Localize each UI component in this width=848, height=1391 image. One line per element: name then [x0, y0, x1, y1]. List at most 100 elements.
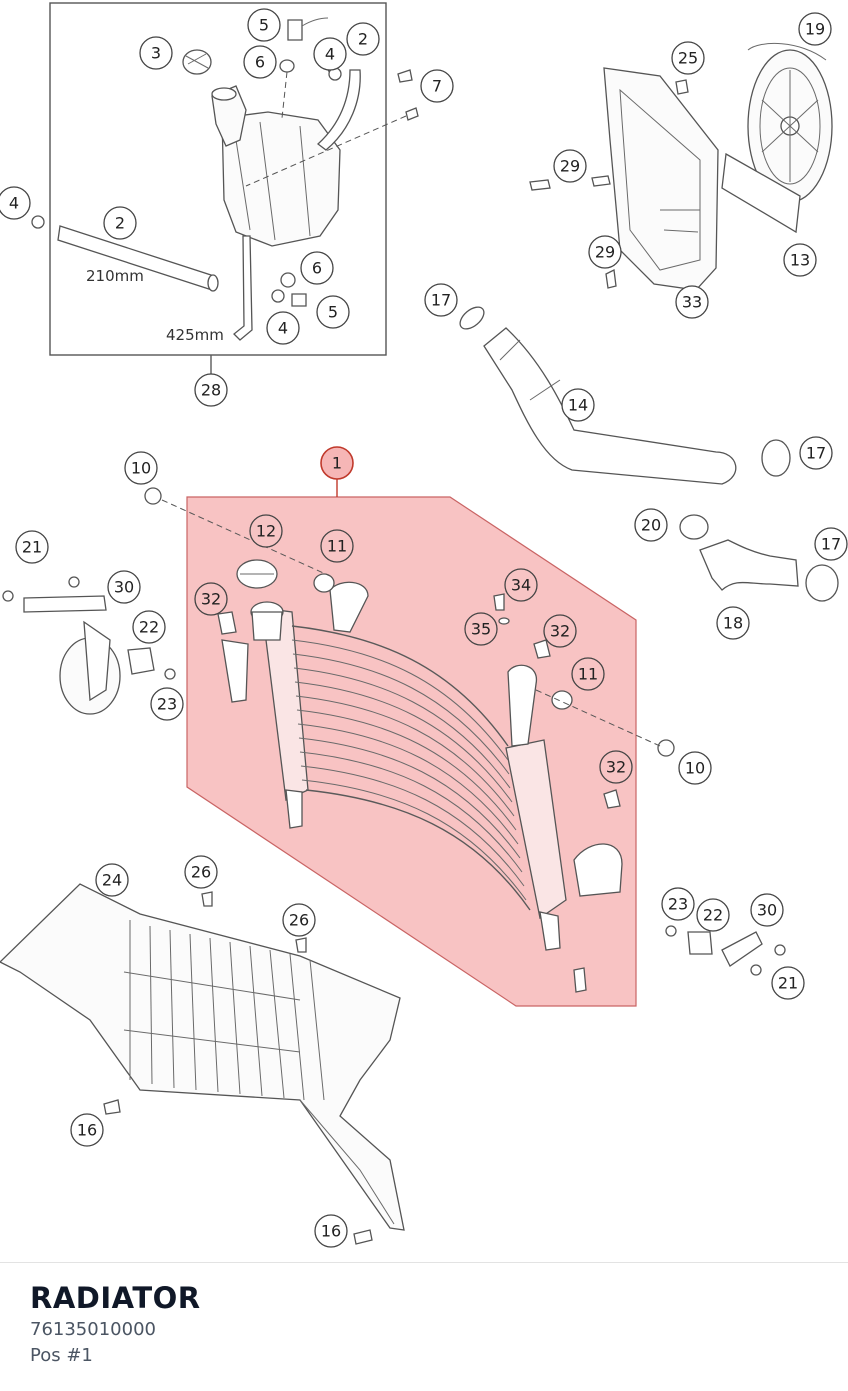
callout-5[interactable]: 5: [316, 295, 350, 329]
svg-text:19: 19: [805, 20, 825, 39]
callout-11[interactable]: 11: [571, 657, 605, 691]
svg-text:17: 17: [821, 535, 841, 554]
selected-part-highlight[interactable]: [186, 496, 637, 1007]
callout-21[interactable]: 21: [771, 966, 805, 1000]
callout-14[interactable]: 14: [561, 388, 595, 422]
part-position: Pos #1: [30, 1345, 93, 1366]
part-title: RADIATOR: [30, 1281, 201, 1315]
expansion-tank-inset: 210mm 425mm: [31, 2, 419, 376]
callout-22[interactable]: 22: [696, 898, 730, 932]
callout-25[interactable]: 25: [671, 41, 705, 75]
callout-35[interactable]: 35: [464, 612, 498, 646]
callout-29[interactable]: 29: [553, 149, 587, 183]
callout-4[interactable]: 4: [266, 311, 300, 345]
callout-21[interactable]: 21: [15, 530, 49, 564]
callout-4[interactable]: 4: [313, 37, 347, 71]
callout-26[interactable]: 26: [184, 855, 218, 889]
callout-6[interactable]: 6: [243, 45, 277, 79]
callout-18[interactable]: 18: [716, 606, 750, 640]
exploded-parts-diagram: 210mm 425mm: [0, 2, 848, 1248]
svg-text:24: 24: [102, 871, 122, 890]
callout-30[interactable]: 30: [107, 570, 141, 604]
callout-16[interactable]: 16: [314, 1214, 348, 1248]
callout-30[interactable]: 30: [750, 893, 784, 927]
svg-text:32: 32: [606, 758, 626, 777]
svg-text:7: 7: [432, 77, 442, 96]
svg-text:12: 12: [256, 522, 276, 541]
svg-text:4: 4: [325, 45, 335, 64]
callout-33[interactable]: 33: [675, 285, 709, 319]
callout-11[interactable]: 11: [320, 529, 354, 563]
svg-text:30: 30: [114, 578, 134, 597]
svg-text:33: 33: [682, 293, 702, 312]
svg-text:34: 34: [511, 576, 531, 595]
svg-text:29: 29: [595, 243, 615, 262]
svg-text:26: 26: [191, 863, 211, 882]
svg-text:4: 4: [9, 194, 19, 213]
callout-10[interactable]: 10: [678, 751, 712, 785]
svg-text:6: 6: [312, 259, 322, 278]
callout-1[interactable]: 1: [320, 446, 354, 480]
callout-6[interactable]: 6: [300, 251, 334, 285]
svg-text:21: 21: [778, 974, 798, 993]
callout-13[interactable]: 13: [783, 243, 817, 277]
svg-text:2: 2: [115, 214, 125, 233]
callout-26[interactable]: 26: [282, 903, 316, 937]
callout-23[interactable]: 23: [150, 687, 184, 721]
callout-2[interactable]: 2: [346, 22, 380, 56]
radiator-guard: [0, 883, 405, 1245]
svg-text:30: 30: [757, 901, 777, 920]
callout-7[interactable]: 7: [420, 69, 454, 103]
callout-10[interactable]: 10: [124, 451, 158, 485]
svg-text:11: 11: [578, 665, 598, 684]
svg-text:29: 29: [560, 157, 580, 176]
callout-17[interactable]: 17: [799, 436, 833, 470]
part-info-panel: RADIATOR 76135010000 Pos #1: [0, 1262, 848, 1391]
svg-text:22: 22: [703, 906, 723, 925]
length-label-210mm: 210mm: [86, 267, 144, 285]
callout-2[interactable]: 2: [103, 206, 137, 240]
svg-text:17: 17: [806, 444, 826, 463]
callout-28[interactable]: 28: [194, 373, 228, 407]
svg-text:2: 2: [358, 30, 368, 49]
callout-12[interactable]: 12: [249, 514, 283, 548]
svg-text:5: 5: [328, 303, 338, 322]
callout-5[interactable]: 5: [247, 8, 281, 42]
callout-20[interactable]: 20: [634, 508, 668, 542]
svg-text:21: 21: [22, 538, 42, 557]
callout-19[interactable]: 19: [798, 12, 832, 46]
part-number: 76135010000: [30, 1319, 156, 1340]
callout-16[interactable]: 16: [70, 1113, 104, 1147]
callout-34[interactable]: 34: [504, 568, 538, 602]
svg-text:16: 16: [321, 1222, 341, 1241]
svg-text:16: 16: [77, 1121, 97, 1140]
callout-4[interactable]: 4: [0, 186, 31, 220]
svg-text:18: 18: [723, 614, 743, 633]
coolant-elbow-hose: [679, 514, 839, 602]
svg-text:1: 1: [332, 454, 342, 473]
callout-17[interactable]: 17: [424, 283, 458, 317]
svg-text:10: 10: [685, 759, 705, 778]
callout-29[interactable]: 29: [588, 235, 622, 269]
callout-24[interactable]: 24: [95, 863, 129, 897]
svg-text:13: 13: [790, 251, 810, 270]
svg-text:4: 4: [278, 319, 288, 338]
bracket-parts-right: [665, 925, 786, 976]
callout-32[interactable]: 32: [194, 582, 228, 616]
svg-text:32: 32: [201, 590, 221, 609]
svg-text:26: 26: [289, 911, 309, 930]
svg-text:22: 22: [139, 618, 159, 637]
callout-32[interactable]: 32: [599, 750, 633, 784]
callout-17[interactable]: 17: [814, 527, 848, 561]
svg-text:35: 35: [471, 620, 491, 639]
svg-text:14: 14: [568, 396, 588, 415]
radiator-drawing: [144, 487, 675, 993]
svg-text:28: 28: [201, 381, 221, 400]
callout-23[interactable]: 23: [661, 887, 695, 921]
svg-text:23: 23: [668, 895, 688, 914]
callout-3[interactable]: 3: [139, 36, 173, 70]
svg-text:25: 25: [678, 49, 698, 68]
callout-22[interactable]: 22: [132, 610, 166, 644]
callout-32[interactable]: 32: [543, 614, 577, 648]
svg-text:11: 11: [327, 537, 347, 556]
